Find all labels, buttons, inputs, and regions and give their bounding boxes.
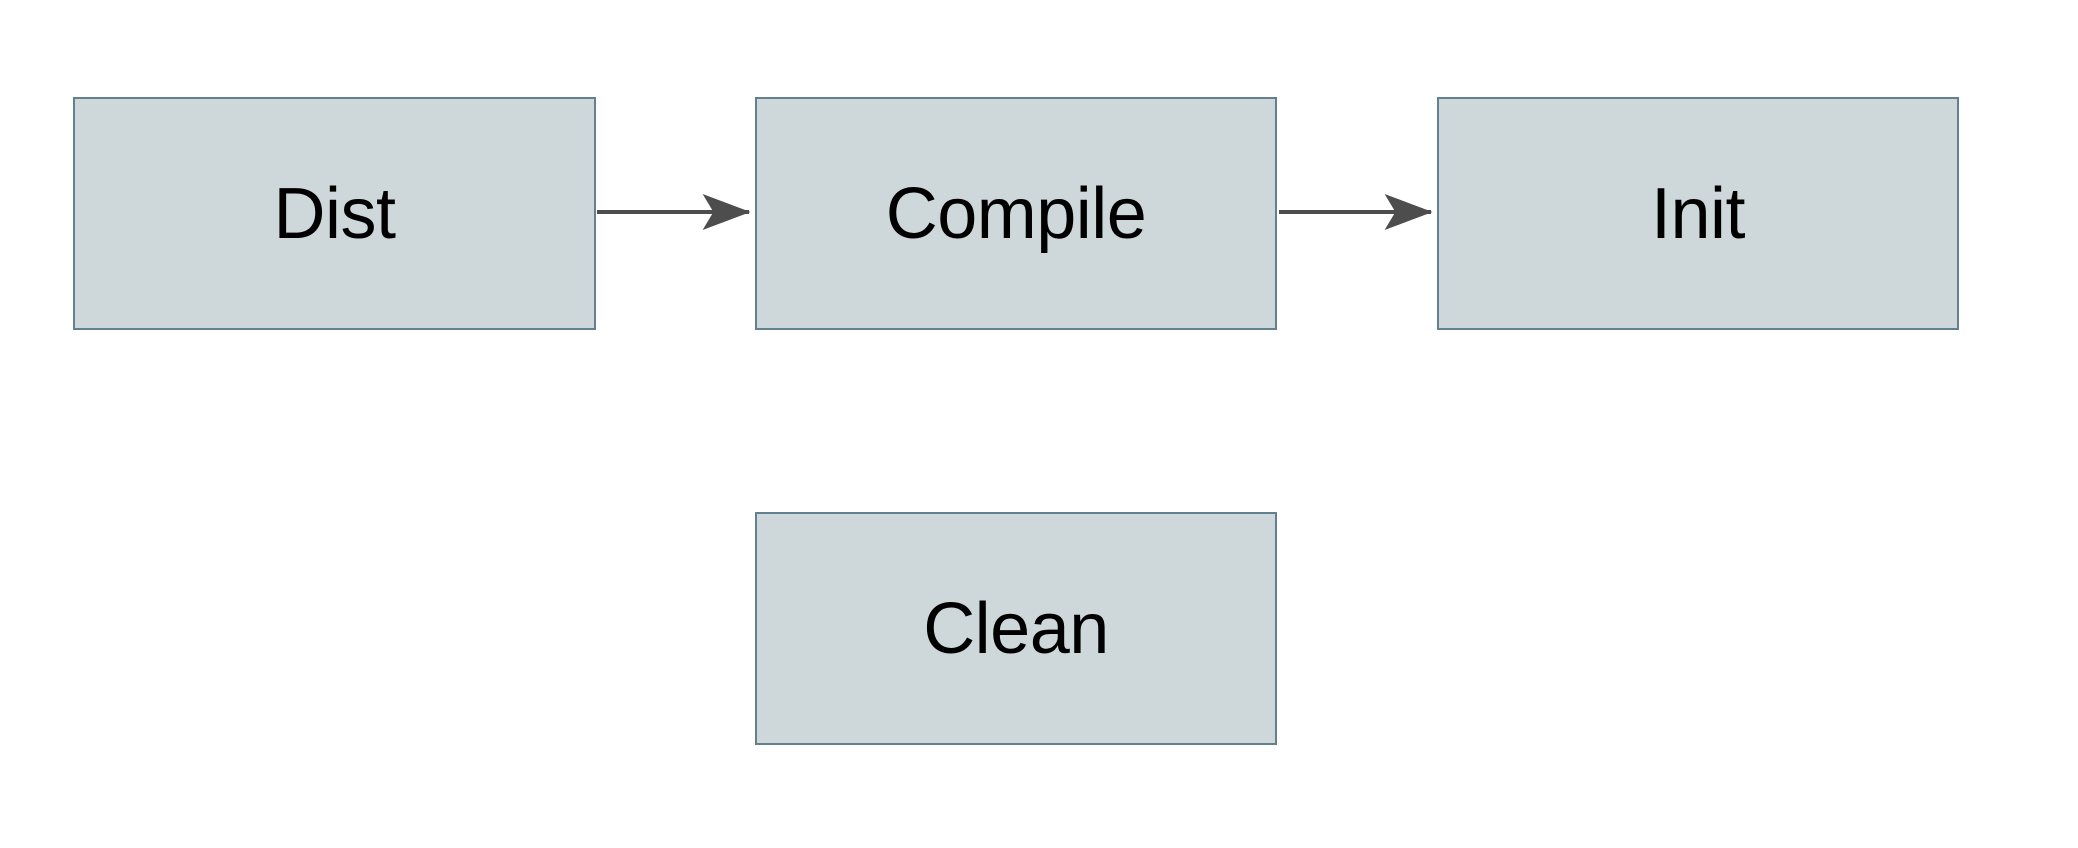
node-compile-label: Compile [885, 173, 1147, 254]
node-clean[interactable]: Clean [755, 512, 1277, 745]
node-init[interactable]: Init [1437, 97, 1959, 330]
node-compile[interactable]: Compile [755, 97, 1277, 330]
node-dist-label: Dist [273, 173, 397, 254]
node-clean-label: Clean [923, 588, 1109, 669]
node-dist[interactable]: Dist [73, 97, 596, 330]
node-init-label: Init [1650, 173, 1746, 254]
